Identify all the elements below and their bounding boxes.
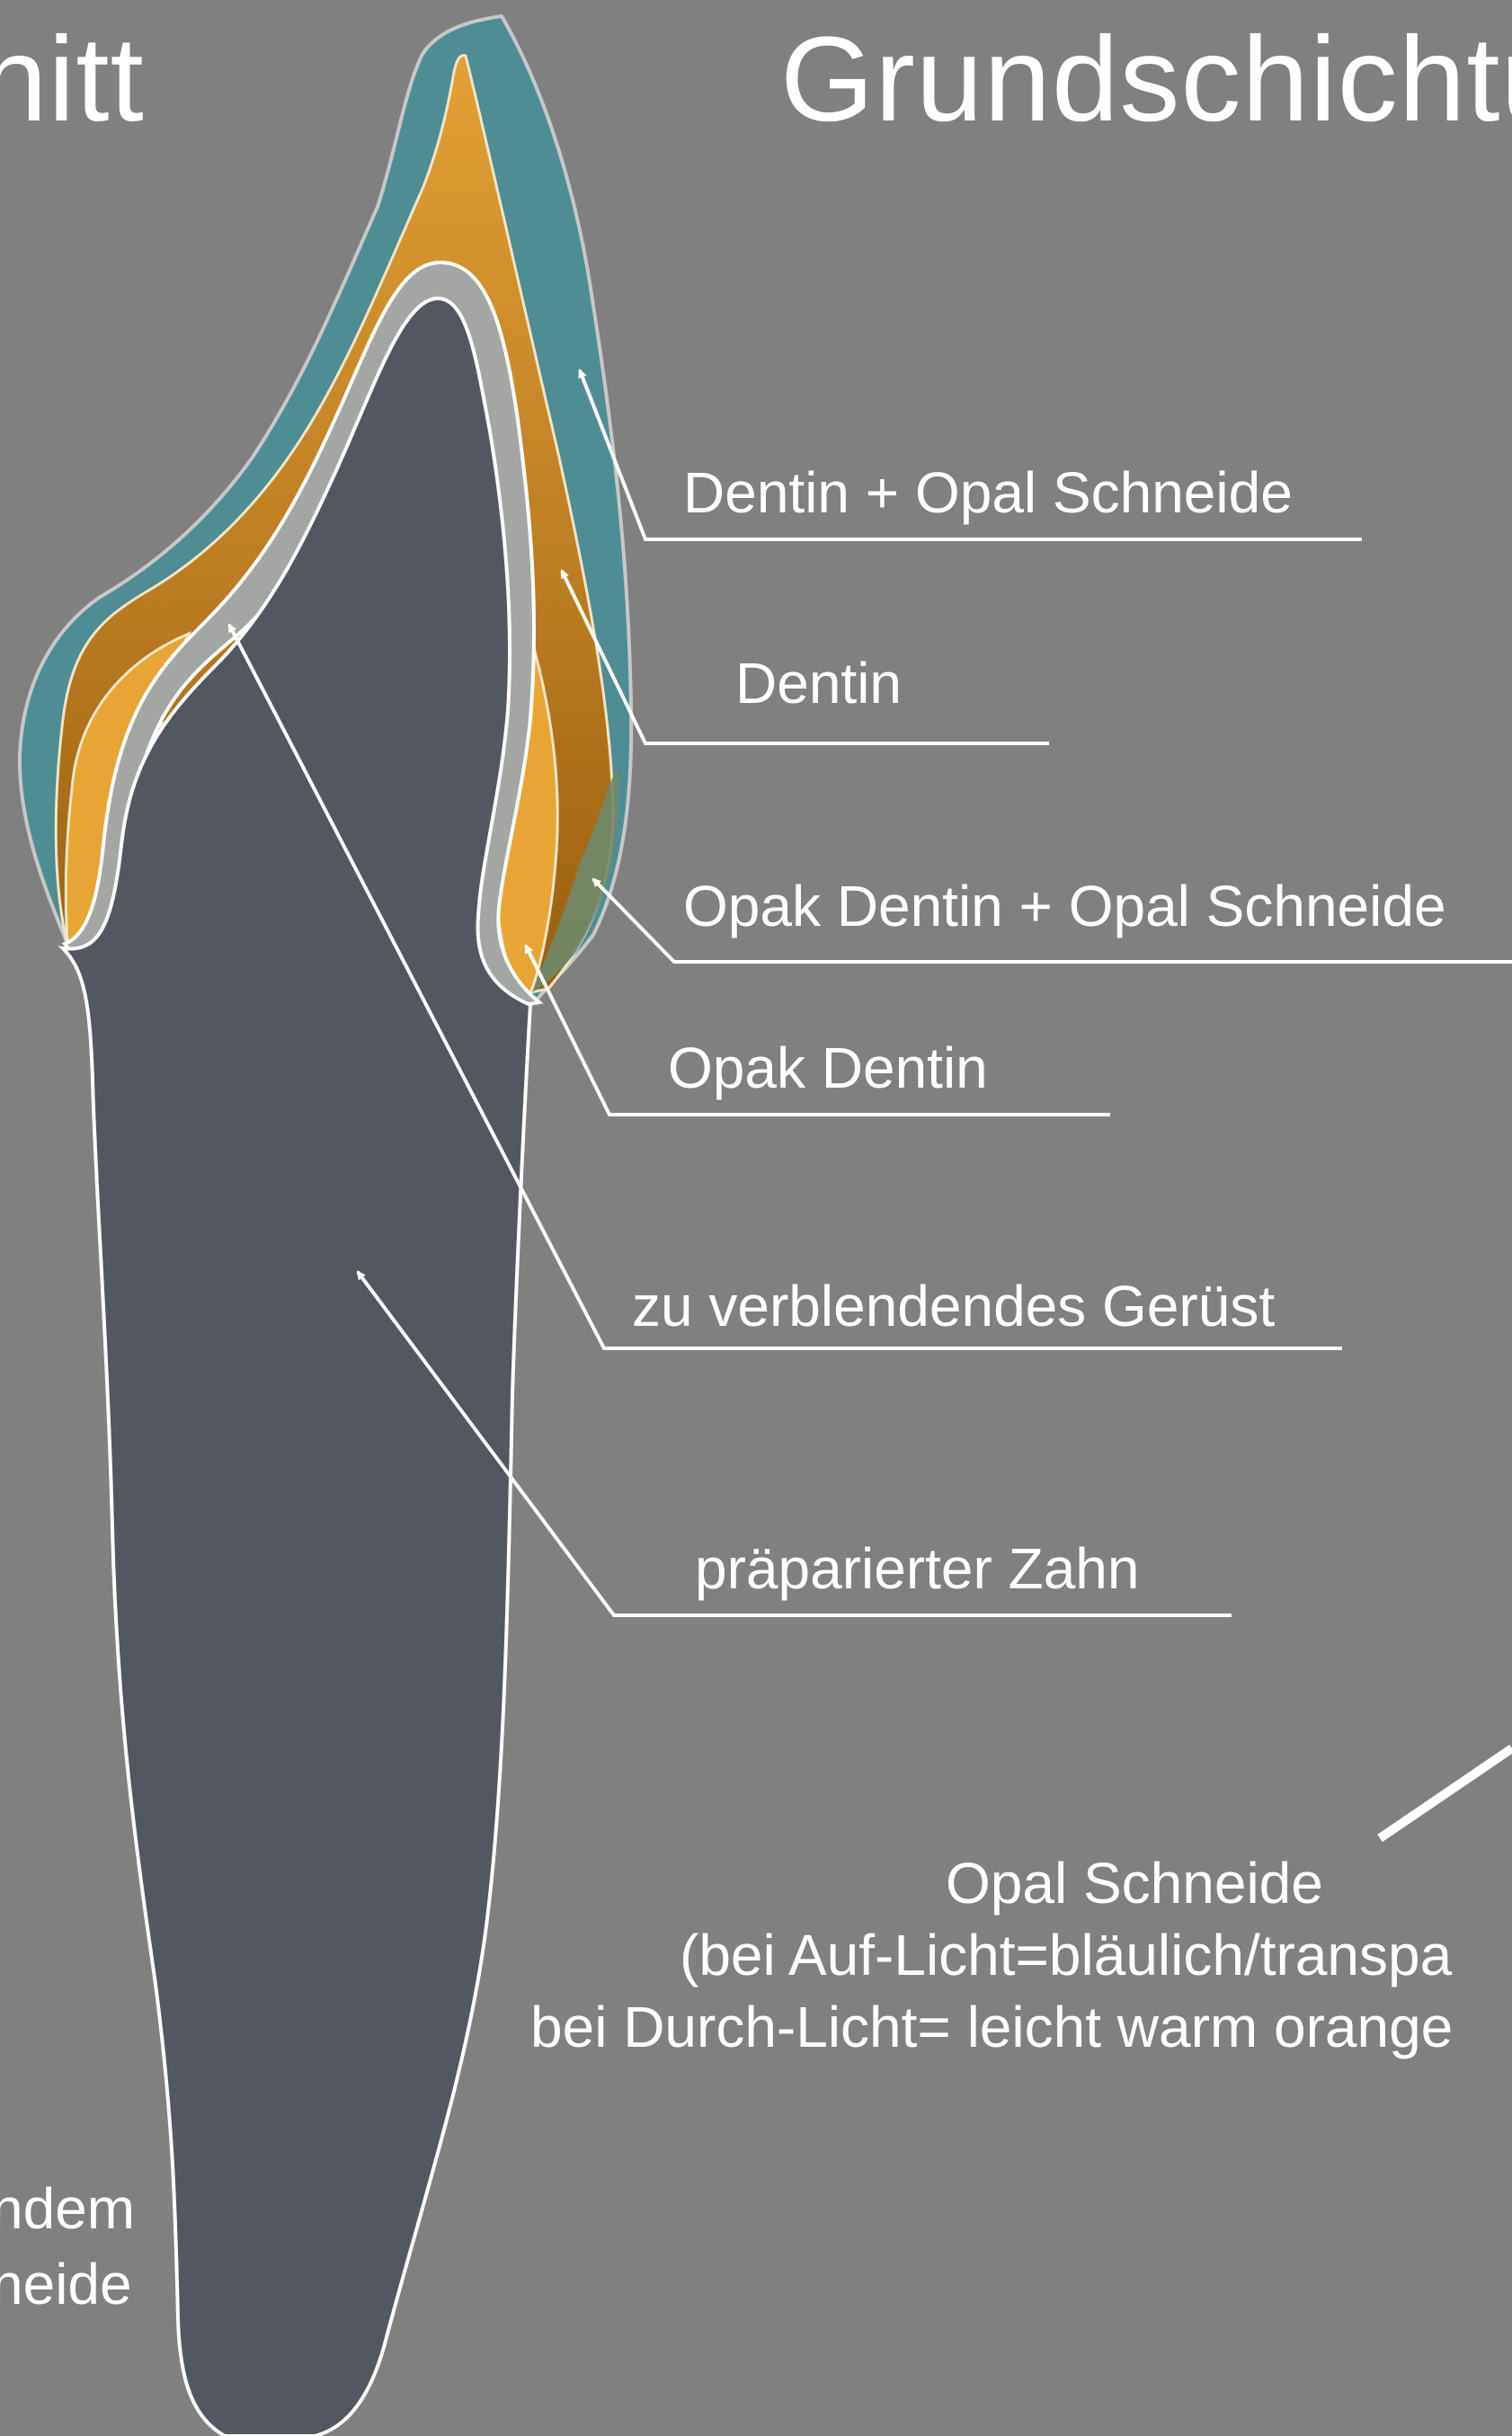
label-geruest: zu verblendendes Gerüst	[632, 1274, 1275, 1338]
label-zahn: präparierter Zahn	[695, 1536, 1139, 1601]
opal-note-line-1: Opal Schneide	[946, 1847, 1512, 1919]
opal-incisal-note: Opal Schneide (bei Auf-Licht=bläulich/tr…	[467, 1847, 1512, 2063]
label-dentin-opal: Dentin + Opal Schneide	[683, 460, 1293, 525]
label-opak-dentin: Opak Dentin	[668, 1036, 988, 1100]
bottom-left-note: ndem neide	[0, 2171, 135, 2322]
opal-note-line-3: bei Durch-Licht= leicht warm orange	[530, 1991, 1512, 2063]
opal-note-line-2: (bei Auf-Licht=bläulich/transpa	[680, 1919, 1512, 1991]
label-opak-dentin-opal: Opak Dentin + Opal Schneide	[683, 874, 1446, 938]
leader-opal-note	[1380, 1748, 1512, 1838]
bottom-left-line-1: ndem	[0, 2171, 135, 2246]
label-dentin: Dentin	[735, 651, 902, 716]
bottom-left-line-2: neide	[0, 2246, 135, 2322]
